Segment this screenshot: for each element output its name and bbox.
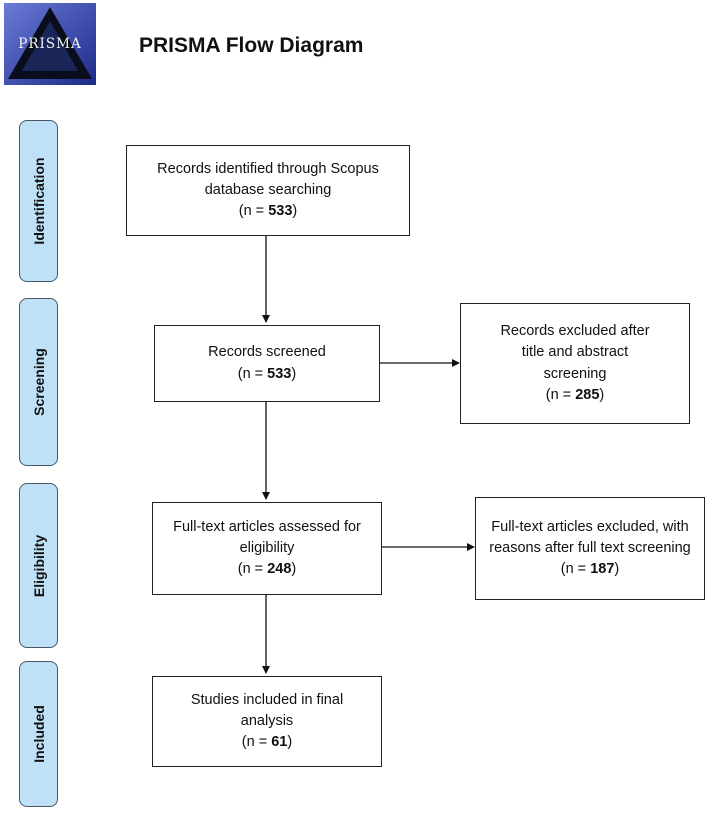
stage-identification: Identification	[19, 120, 58, 282]
records-screened-count: (n = 533)	[237, 365, 297, 382]
stage-eligibility: Eligibility	[19, 483, 58, 648]
stage-screening: Screening	[19, 298, 58, 466]
box-records-excluded: Records excluded after title and abstrac…	[460, 303, 690, 424]
box-records-screened: Records screened (n = 533)	[154, 325, 380, 402]
fulltext-assessed-text: Full-text articles assessed for eligibil…	[173, 518, 361, 556]
fulltext-excluded-count: (n = 187)	[560, 561, 620, 577]
records-excluded-count: (n = 285)	[545, 386, 605, 403]
box-fulltext-excluded: Full-text articles excluded, with reason…	[475, 497, 705, 600]
fulltext-assessed-count: (n = 248)	[237, 561, 297, 577]
records-screened-text: Records screened	[208, 344, 326, 361]
page-title: PRISMA Flow Diagram	[139, 34, 364, 57]
records-identified-text: Records identified through Scopus databa…	[157, 160, 379, 198]
stage-included: Included	[19, 661, 58, 807]
studies-included-text: Studies included in final analysis	[190, 691, 344, 729]
box-studies-included: Studies included in final analysis (n = …	[152, 676, 382, 767]
box-fulltext-assessed: Full-text articles assessed for eligibil…	[152, 502, 382, 595]
records-identified-count: (n = 533)	[238, 203, 298, 219]
records-excluded-text: Records excluded after title and abstrac…	[500, 323, 650, 382]
studies-included-count: (n = 61)	[241, 734, 293, 750]
fulltext-excluded-text: Full-text articles excluded, with reason…	[489, 518, 691, 556]
logo-text: PRISMA	[18, 36, 81, 52]
box-records-identified: Records identified through Scopus databa…	[126, 145, 410, 236]
prisma-logo: PRISMA	[4, 3, 96, 85]
